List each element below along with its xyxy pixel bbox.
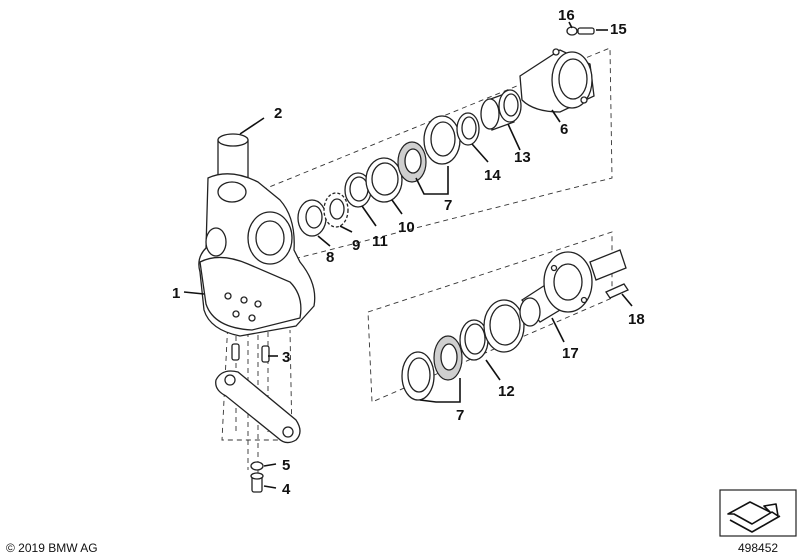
label-15: 15 bbox=[610, 21, 627, 38]
label-6: 6 bbox=[560, 121, 568, 138]
part-6-bellows bbox=[519, 48, 595, 113]
part-16-washer bbox=[566, 26, 578, 36]
label-2: 2 bbox=[274, 105, 282, 122]
label-14: 14 bbox=[484, 167, 501, 184]
part-18-pin bbox=[605, 283, 629, 299]
label-7-upper: 7 bbox=[444, 197, 452, 214]
bracket bbox=[215, 370, 301, 444]
callout-labels: 1 2 3 4 5 6 7 7 8 9 10 11 12 13 14 15 16… bbox=[172, 7, 645, 498]
part-7-tapered-bearing-lower bbox=[401, 335, 463, 401]
label-10: 10 bbox=[398, 219, 415, 236]
part-1-housing bbox=[198, 173, 316, 337]
part-3-dowel-pins bbox=[231, 343, 270, 363]
label-12: 12 bbox=[498, 383, 515, 400]
label-8: 8 bbox=[326, 249, 334, 266]
part-15-bolt bbox=[577, 27, 595, 35]
part-12-shim bbox=[459, 299, 525, 361]
folded-arrow-icon bbox=[719, 489, 797, 537]
part-4-bolt bbox=[250, 472, 264, 493]
label-13: 13 bbox=[514, 149, 531, 166]
part-9-lock-washer bbox=[323, 192, 349, 228]
label-5: 5 bbox=[282, 457, 290, 474]
label-1: 1 bbox=[172, 285, 180, 302]
label-16: 16 bbox=[558, 7, 575, 24]
part-8-nut bbox=[297, 199, 327, 237]
label-11: 11 bbox=[372, 233, 388, 250]
part-17-output-shaft bbox=[519, 249, 627, 327]
part-11-shim bbox=[344, 172, 372, 208]
label-17: 17 bbox=[562, 345, 579, 362]
copyright-text: © 2019 BMW AG bbox=[6, 541, 98, 555]
label-7-lower: 7 bbox=[456, 407, 464, 424]
label-9: 9 bbox=[352, 237, 360, 254]
label-3: 3 bbox=[282, 349, 290, 366]
part-14-shim bbox=[456, 112, 480, 146]
document-number: 498452 bbox=[738, 541, 779, 555]
label-4: 4 bbox=[282, 481, 291, 498]
part-7-tapered-bearing-upper bbox=[397, 115, 461, 183]
part-10-shim bbox=[365, 157, 403, 203]
part-13-seal bbox=[480, 89, 522, 131]
label-18: 18 bbox=[628, 311, 645, 328]
part-5-washer bbox=[250, 461, 264, 471]
leader-lines bbox=[183, 21, 633, 489]
